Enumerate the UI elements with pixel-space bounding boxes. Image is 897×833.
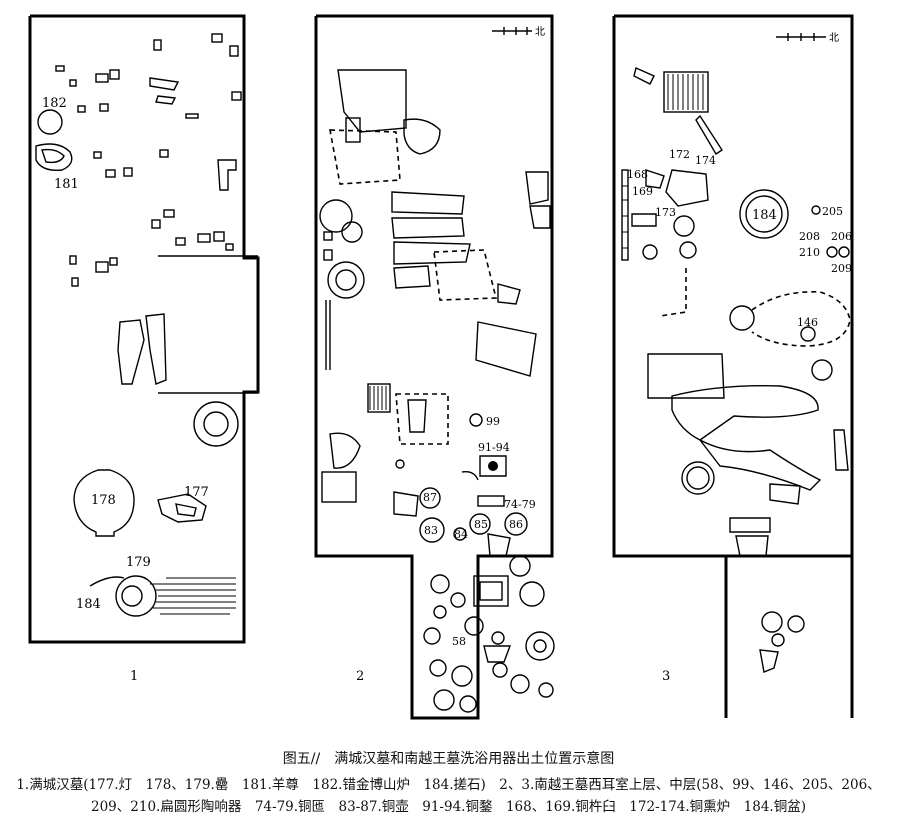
item-179-lei <box>89 576 125 587</box>
north-arrow: 北 <box>492 26 545 38</box>
item-86-hu <box>504 512 528 536</box>
label-210: 210 <box>799 246 820 259</box>
label-146: 146 <box>797 316 818 329</box>
item-184-basin <box>739 189 789 239</box>
label-87: 87 <box>423 491 437 504</box>
item-83-hu <box>419 517 445 543</box>
label-83: 83 <box>424 524 438 537</box>
label-184: 184 <box>76 597 101 612</box>
panel-3-nanyue-middle: 北 168 169 173 172 174 184 205 <box>612 14 854 718</box>
object-fragment <box>117 319 145 385</box>
label-174: 174 <box>695 154 716 167</box>
item-172-174-censers <box>665 169 709 207</box>
label-169: 169 <box>632 185 653 198</box>
item-91-94-mou <box>479 455 507 477</box>
bundle-object <box>367 383 391 413</box>
north-label: 北 <box>829 32 839 44</box>
label-182: 182 <box>42 96 67 111</box>
label-178: 178 <box>91 493 116 508</box>
large-vessel <box>647 353 725 399</box>
legend-line-2: 209、210.扁圆形陶响器 74-79.铜匜 83-87.铜壶 91-94.铜… <box>91 799 806 815</box>
figure-caption: 图五// 满城汉墓和南越王墓洗浴用器出土位置示意图 1.满城汉墓(177.灯 1… <box>0 748 897 818</box>
stacked-objects <box>391 191 521 305</box>
item-87-hu <box>419 487 441 509</box>
item-178-lei <box>73 469 135 537</box>
panel-2-number: 2 <box>356 669 364 684</box>
scattered-fragments <box>55 33 242 287</box>
panel-2-outline <box>314 14 554 720</box>
label-172: 172 <box>669 148 690 161</box>
label-209: 209 <box>831 262 852 275</box>
caption-title: 图五// 满城汉墓和南越王墓洗浴用器出土位置示意图 <box>282 751 615 767</box>
label-85: 85 <box>474 518 488 531</box>
item-177-lamp <box>157 493 207 523</box>
label-74-79: 74-79 <box>504 498 536 511</box>
item-85-hu <box>469 513 491 535</box>
label-184-basin: 184 <box>752 208 777 223</box>
label-179: 179 <box>126 555 151 570</box>
item-184-scrub-stone <box>115 575 157 617</box>
label-205: 205 <box>822 205 843 218</box>
panel-1-mancheng-tomb: 182 181 178 177 179 184 1 <box>28 14 260 684</box>
disc-object <box>193 401 239 447</box>
hatched-bundle <box>663 71 709 113</box>
vessel <box>337 69 407 133</box>
label-99: 99 <box>486 415 500 428</box>
item-146-rattle <box>800 326 816 342</box>
label-84: 84 <box>454 528 468 541</box>
item-182-censer <box>37 109 63 135</box>
panel-3-number: 3 <box>662 669 670 684</box>
item-205-rattle <box>811 205 821 215</box>
label-91-94: 91-94 <box>478 441 510 454</box>
wreath-object <box>681 461 715 495</box>
legend-line-1: 1.满城汉墓(177.灯 178、179.罍 181.羊尊 182.错金博山炉 … <box>16 777 881 793</box>
label-208: 208 <box>799 230 820 243</box>
annex-cluster <box>423 555 555 713</box>
label-86: 86 <box>509 518 523 531</box>
panel-2-nanyue-upper: 北 99 <box>314 14 555 720</box>
north-label: 北 <box>535 26 545 38</box>
label-173: 173 <box>655 206 676 219</box>
label-58: 58 <box>452 635 466 648</box>
panel-1-outline <box>28 14 260 644</box>
left-column-items <box>621 169 665 261</box>
label-206: 206 <box>831 230 852 243</box>
hatched-area <box>150 577 236 615</box>
item-181-sheep-zun <box>35 143 73 171</box>
item-74-79-yi <box>477 495 505 507</box>
box-object <box>475 321 537 377</box>
panel-1-number: 1 <box>130 669 138 684</box>
item-84-hu <box>453 527 467 541</box>
north-arrow: 北 <box>776 32 839 44</box>
label-168: 168 <box>627 168 648 181</box>
label-177: 177 <box>184 485 209 500</box>
item-99-rattle <box>469 413 483 427</box>
panel-3-outline <box>612 14 854 718</box>
dashed-path <box>659 268 687 317</box>
label-181: 181 <box>54 177 79 192</box>
